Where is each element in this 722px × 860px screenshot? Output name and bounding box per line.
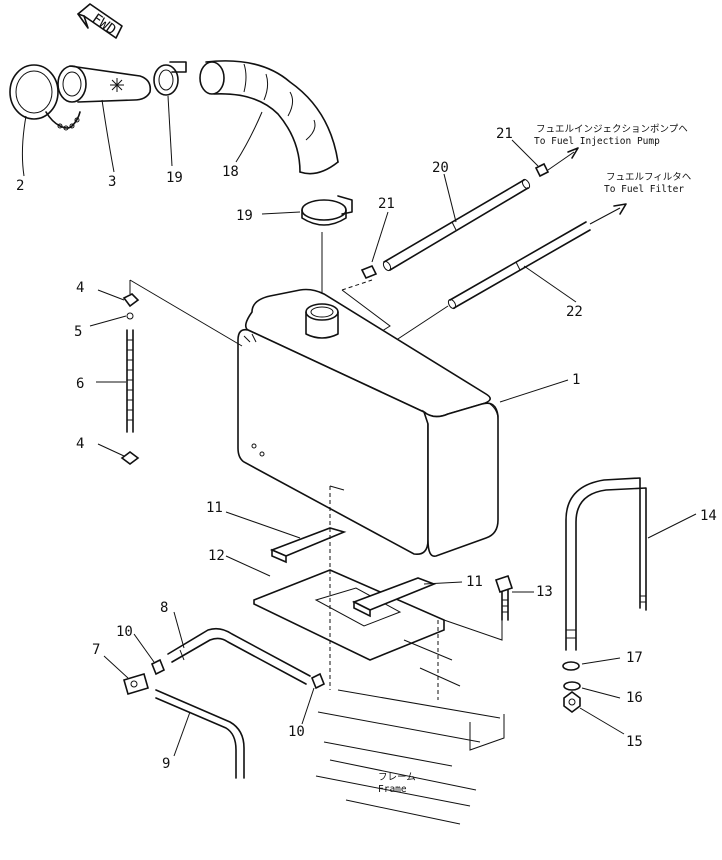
part-9-pipe <box>155 689 245 779</box>
part-22-filter-pipe <box>447 221 591 310</box>
fwd-arrow-icon: FWD <box>77 3 123 39</box>
callout-2: 2 <box>16 178 24 194</box>
part-2-cap <box>9 64 81 131</box>
part-7-fitting <box>123 673 149 695</box>
callout-4-bottom: 4 <box>76 436 84 452</box>
injection-direction-line <box>547 151 575 171</box>
fuel-filter-note-en: To Fuel Filter <box>604 184 684 195</box>
part-19-clamp-lower <box>301 195 353 226</box>
part-14-u-bolt <box>565 477 647 651</box>
part-4-nut-bottom <box>120 451 140 465</box>
rod-guide-line <box>129 279 243 347</box>
bolt-13-guide <box>443 600 503 641</box>
injection-pump-note-en: To Fuel Injection Pump <box>534 136 660 147</box>
part-10-nut-right <box>310 672 326 690</box>
part-4-nut-top <box>122 293 140 308</box>
part-1-fuel-tank <box>237 288 499 557</box>
callout-21-right: 21 <box>496 126 513 142</box>
pipe-connection-line <box>341 279 373 291</box>
callout-21-left: 21 <box>378 196 395 212</box>
callout-19-lower: 19 <box>236 208 253 224</box>
fuel-filter-note-jp: フュエルフィルタヘ <box>606 172 691 183</box>
callout-13: 13 <box>536 584 553 600</box>
injection-arrow-icon <box>567 147 579 159</box>
callout-10-right: 10 <box>288 724 305 740</box>
part-8-pipe <box>167 627 311 685</box>
part-11-pad-left <box>269 527 347 564</box>
part-16-washer <box>563 681 581 691</box>
callout-9: 9 <box>162 756 170 772</box>
destination-notes: フュエルインジェクションポンプヘ To Fuel Injection Pump … <box>378 124 691 795</box>
frame-structure <box>315 639 505 825</box>
part-11-pad-right <box>352 577 437 618</box>
callout-4-top: 4 <box>76 280 84 296</box>
part-21-nut-left <box>360 264 378 280</box>
callout-15: 15 <box>626 734 643 750</box>
callout-8: 8 <box>160 600 168 616</box>
part-21-nut-right <box>534 162 550 178</box>
callout-leaders <box>21 95 697 757</box>
bolt-guide-top <box>329 485 345 491</box>
callout-7: 7 <box>92 642 100 658</box>
part-19-clamp-upper <box>153 61 187 96</box>
callout-17: 17 <box>626 650 643 666</box>
callout-3: 3 <box>108 174 116 190</box>
callout-6: 6 <box>76 376 84 392</box>
callout-5: 5 <box>74 324 82 340</box>
filter-arrow-icon <box>613 203 627 215</box>
callout-1: 1 <box>572 372 580 388</box>
callout-16: 16 <box>626 690 643 706</box>
callout-20: 20 <box>432 160 449 176</box>
callout-11-right: 11 <box>466 574 483 590</box>
callout-11-left: 11 <box>206 500 223 516</box>
fwd-label: FWD <box>89 11 119 39</box>
frame-note-jp: フレーム <box>378 772 416 783</box>
part-6-rod <box>126 329 134 433</box>
part-15-nut <box>563 691 581 713</box>
callout-14: 14 <box>700 508 717 524</box>
callout-numbers: 2 3 19 18 19 21 20 21 22 1 4 5 6 4 11 12… <box>16 126 717 772</box>
part-10-nut-left <box>150 658 166 676</box>
callout-12: 12 <box>208 548 225 564</box>
part-20-injection-pipe <box>382 178 531 272</box>
callout-19-upper: 19 <box>166 170 183 186</box>
part-13-bolt <box>494 574 514 621</box>
frame-note-en: Frame <box>378 784 407 795</box>
part-5-washer <box>126 312 134 320</box>
callout-10-left: 10 <box>116 624 133 640</box>
injection-pump-note-jp: フュエルインジェクションポンプヘ <box>536 124 688 135</box>
part-3-filler-neck <box>57 65 152 103</box>
callout-22: 22 <box>566 304 583 320</box>
part-17-washer <box>562 661 580 671</box>
callout-18: 18 <box>222 164 239 180</box>
filter-direction-line <box>589 207 621 225</box>
part-18-hose <box>199 60 339 175</box>
